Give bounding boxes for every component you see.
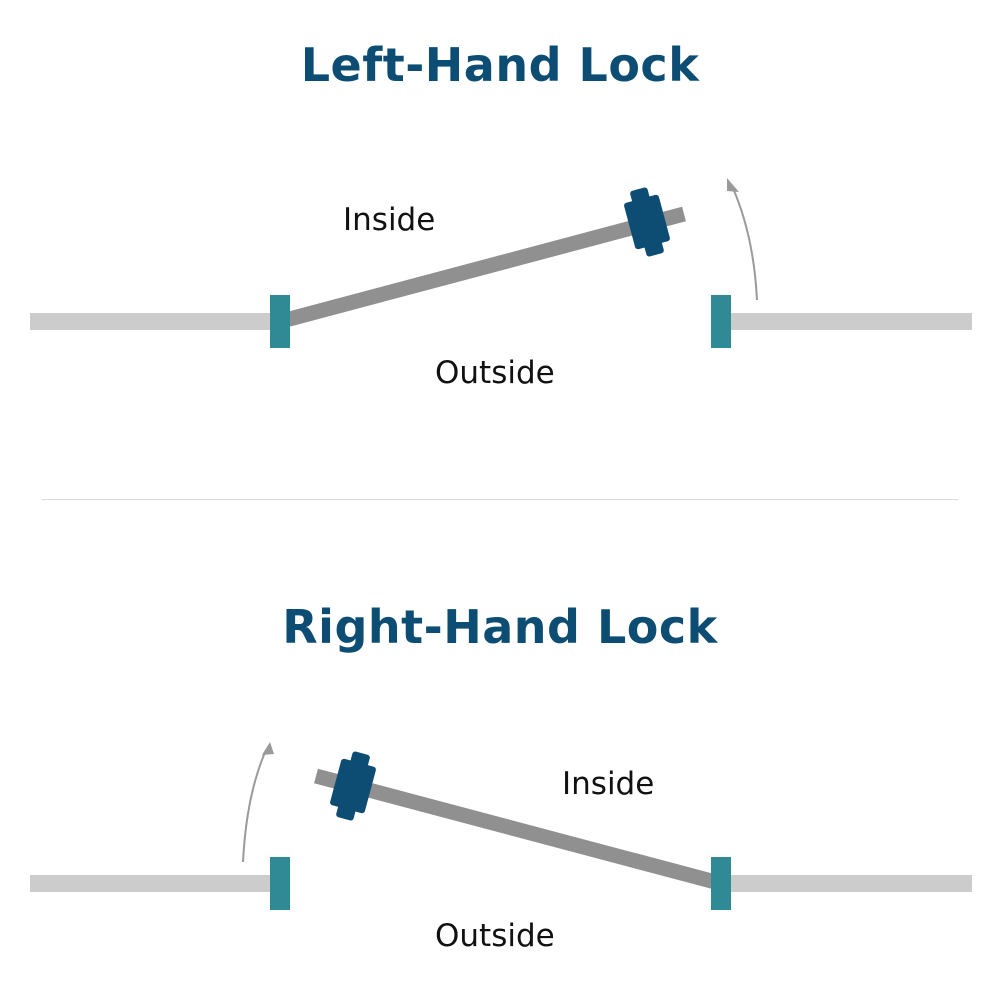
strike-jamb <box>711 295 731 348</box>
swing-arrow-icon <box>731 185 758 301</box>
swing-arrowhead-icon <box>727 178 739 192</box>
outside-label: Outside <box>435 355 555 391</box>
left-hand-lock-panel: Left-Hand Lock Inside Outside <box>30 38 972 391</box>
inside-label: Inside <box>343 202 436 238</box>
wall-right <box>720 313 972 330</box>
outside-label: Outside <box>435 918 555 954</box>
wall-left <box>30 875 280 892</box>
left-hand-lock-diagram <box>30 178 972 348</box>
hinge-jamb <box>711 857 731 910</box>
lock-icon <box>624 187 670 257</box>
lock-icon <box>330 751 376 821</box>
inside-label: Inside <box>562 766 655 802</box>
right-hand-lock-diagram <box>30 742 972 910</box>
door-leaf <box>280 206 686 329</box>
right-hand-lock-panel: Right-Hand Lock Inside Outside <box>0 500 1000 1000</box>
section-divider <box>42 499 958 500</box>
strike-jamb <box>270 857 290 910</box>
page-title-right-hand: Right-Hand Lock <box>282 600 718 654</box>
wall-left <box>30 313 280 330</box>
wall-right <box>720 875 972 892</box>
door-leaf <box>314 768 721 891</box>
page-title-left-hand: Left-Hand Lock <box>300 38 700 92</box>
swing-arrow-icon <box>242 749 267 863</box>
hinge-jamb <box>270 295 290 348</box>
swing-arrowhead-icon <box>262 742 274 755</box>
